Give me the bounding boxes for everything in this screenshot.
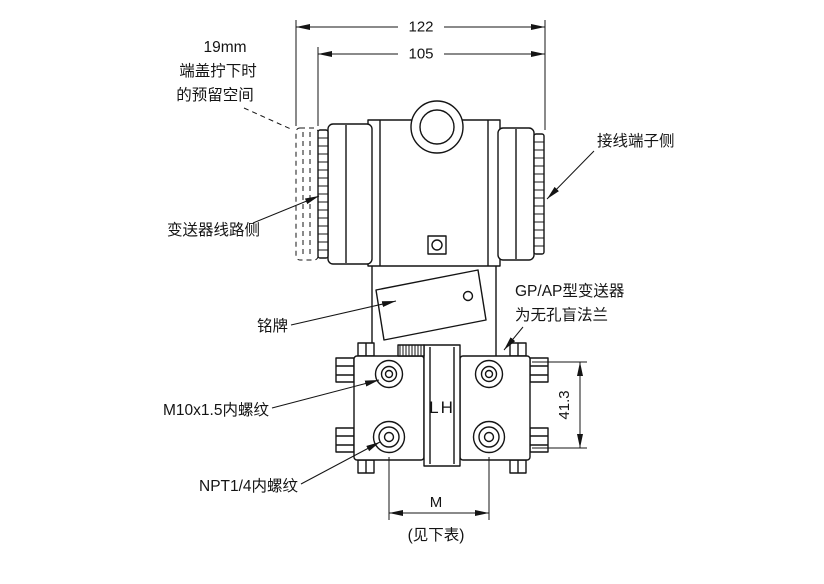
mounting-bracket (371, 266, 497, 356)
nameplate-hole (462, 290, 474, 302)
bolt-nut-bottom-left (357, 459, 375, 474)
label-terminal-side: 接线端子侧 (597, 132, 675, 150)
dashed-cap-ribs (302, 132, 311, 256)
leader-nameplate (290, 300, 397, 326)
bolt-nut-top-left (357, 342, 375, 357)
label-flange-note-line2: 为无孔盲法兰 (515, 306, 608, 324)
label-lh-marking: LH (429, 398, 455, 417)
drawing-labels: 122 105 41.3 M (见下表) 19mm 端盖拧下时 的预留空间 接线… (163, 19, 675, 545)
gasket-hatch (397, 344, 425, 357)
leader-flange-note (503, 326, 524, 351)
label-circuit-side: 变送器线路侧 (167, 221, 260, 239)
leader-lines (252, 150, 595, 485)
top-dimension-lines (295, 19, 546, 130)
zero-adjust-screw (427, 235, 447, 255)
dim-housing-width: 105 (408, 46, 433, 63)
dim-flange-offset: 41.3 (556, 390, 573, 419)
flange-bolt-left-upper (335, 357, 355, 383)
bolt-hole-upper-right (474, 359, 504, 389)
leader-thread-m10 (271, 379, 380, 409)
process-port-lower-left (372, 420, 406, 454)
leader-circuit-side (252, 195, 320, 224)
flange-bolt-left-lower (335, 427, 355, 453)
circuit-side-cover (317, 123, 373, 265)
label-thread-m10: M10x1.5内螺纹 (163, 401, 269, 419)
leader-thread-npt (300, 441, 381, 485)
dimension-text-gap (398, 46, 444, 62)
leader-terminal-side (546, 150, 595, 200)
transmitter-housing (317, 100, 545, 267)
label-clearance-line3: 的预留空间 (176, 86, 254, 104)
dashed-cap-profile (295, 127, 319, 261)
bolt-nut-bottom-right (509, 459, 527, 474)
bolt-hole-upper-left (374, 359, 404, 389)
left-cover-knurl-ticks (318, 137, 328, 251)
bolt-nut-top-right (509, 342, 527, 357)
right-cover-knurl-band (533, 133, 545, 255)
dimension-text-gap (398, 19, 444, 35)
label-clearance-line2: 端盖拧下时 (179, 62, 257, 80)
clearance-leader-dashed (243, 107, 294, 131)
dim-process-spacing: M (430, 494, 443, 511)
process-port-lower-right (472, 420, 506, 454)
label-thread-npt: NPT1/4内螺纹 (199, 477, 299, 495)
label-flange-note-line1: GP/AP型变送器 (515, 282, 625, 300)
dim-total-width: 122 (408, 19, 433, 36)
dim-note-see-table: (见下表) (408, 526, 465, 544)
process-flange-assembly (335, 342, 549, 474)
zero-adjust-hole (431, 239, 443, 251)
flange-dimension-lines (388, 361, 587, 520)
label-nameplate: 铭牌 (257, 317, 288, 335)
right-cover-knurl-ticks (534, 141, 544, 247)
label-clearance-line1: 19mm (203, 39, 246, 56)
flange-bolt-right-upper (529, 357, 549, 383)
zero-adjust-plate (427, 235, 447, 255)
nameplate-plate (375, 269, 487, 341)
terminal-side-cover (497, 127, 545, 261)
left-cover-body (327, 123, 373, 265)
neck-ring-outer (410, 100, 464, 154)
neck-ring-inner (419, 109, 455, 145)
